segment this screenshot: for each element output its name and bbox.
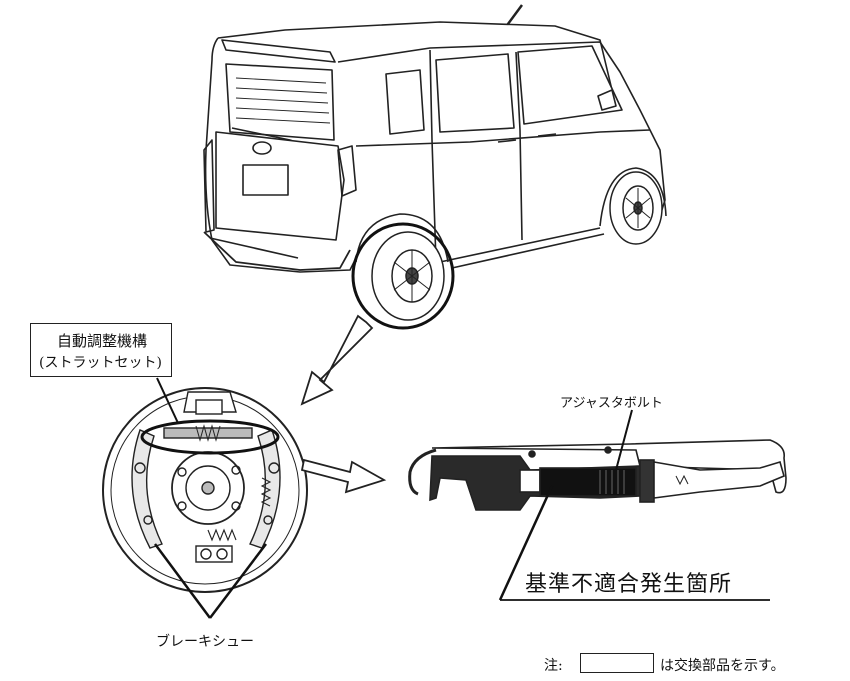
rear-wheel-highlight-circle [351, 222, 455, 330]
note-legend-box [580, 653, 654, 673]
strut-set-illustration [408, 439, 787, 511]
adjust-bolt-leader [615, 409, 633, 471]
adjust-bolt-label: アジャスタボルト [560, 396, 663, 411]
mechanism-label-line1: 自動調整機構 [57, 332, 148, 350]
mechanism-label-box: 自動調整機構 (ストラットセット) [30, 323, 172, 377]
note-prefix: 注: [544, 658, 563, 674]
rear-wheel [371, 231, 445, 321]
mechanism-callout-line [156, 377, 179, 424]
note-suffix: は交換部品を示す。 [660, 658, 785, 674]
vehicle-illustration [203, 4, 667, 273]
mechanism-label-line2: (ストラットセット) [39, 355, 162, 371]
front-wheel [609, 171, 663, 245]
strut-highlight-ellipse [140, 419, 280, 455]
defect-location-label: 基準不適合発生箇所 [525, 572, 733, 597]
drum-brake-illustration [102, 387, 308, 593]
callout-arrow-wheel-to-drum [300, 314, 374, 406]
callout-arrow-drum-to-strut [300, 458, 387, 494]
defect-leader [498, 485, 770, 601]
brake-shoe-leaders [153, 543, 267, 619]
brake-shoe-label: ブレーキシュー [156, 634, 254, 650]
